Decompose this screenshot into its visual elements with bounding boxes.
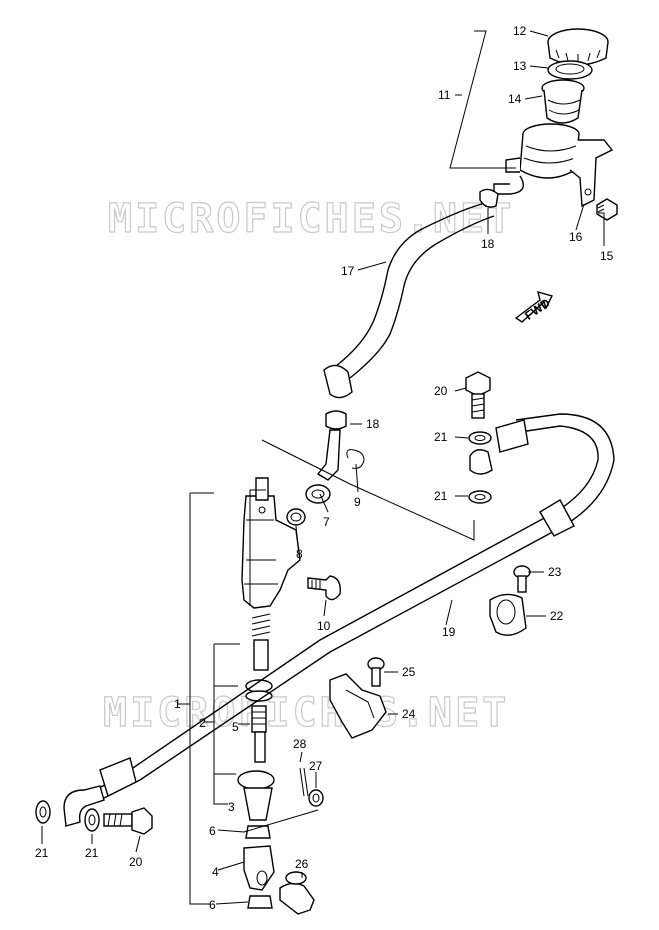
brake-hose bbox=[63, 413, 615, 827]
callout-labels: 1 2 3 4 5 6 6 7 8 9 10 11 12 13 14 15 16… bbox=[35, 24, 614, 912]
callout-20-bottom: 20 bbox=[129, 855, 143, 869]
callout-21-b: 21 bbox=[434, 489, 448, 503]
cotter-pin-28 bbox=[299, 767, 309, 797]
callout-24: 24 bbox=[402, 707, 416, 721]
callout-23: 23 bbox=[548, 565, 562, 579]
callout-20-top: 20 bbox=[434, 384, 448, 398]
washer-21-a bbox=[468, 431, 492, 445]
callout-13: 13 bbox=[513, 59, 527, 73]
clamp-18-lower bbox=[325, 410, 347, 430]
washer-27 bbox=[308, 789, 324, 807]
master-cylinder bbox=[241, 477, 301, 609]
reservoir-bracket bbox=[569, 139, 614, 208]
leader-lines bbox=[41, 30, 605, 905]
screw-23 bbox=[513, 565, 531, 593]
nut-6-lower bbox=[247, 895, 273, 909]
reservoir-tank bbox=[493, 123, 580, 195]
reservoir-hose bbox=[323, 203, 495, 399]
callout-7: 7 bbox=[323, 515, 330, 529]
callout-9: 9 bbox=[354, 495, 361, 509]
fwd-arrow-icon: FWD bbox=[514, 290, 554, 323]
callout-28: 28 bbox=[293, 737, 307, 751]
callout-3: 3 bbox=[228, 800, 235, 814]
watermark-bottom: MICROFICHES.NET bbox=[103, 690, 509, 736]
screw-25 bbox=[367, 657, 385, 687]
callout-22: 22 bbox=[550, 609, 564, 623]
fitting-elbow bbox=[305, 429, 341, 504]
callout-2: 2 bbox=[199, 716, 206, 730]
banjo-bolt-20-top bbox=[465, 371, 491, 419]
callout-16: 16 bbox=[569, 230, 583, 244]
callout-26: 26 bbox=[295, 857, 309, 871]
callout-18-lower: 18 bbox=[366, 417, 380, 431]
callout-12: 12 bbox=[513, 24, 527, 38]
bolt-10 bbox=[307, 575, 341, 601]
nut-6-upper bbox=[245, 825, 271, 839]
callout-6-lower: 6 bbox=[209, 898, 216, 912]
callout-19: 19 bbox=[442, 625, 456, 639]
callout-21-a: 21 bbox=[434, 430, 448, 444]
callout-17: 17 bbox=[341, 264, 355, 278]
diaphragm bbox=[541, 79, 585, 124]
watermark-top: MICROFICHES.NET bbox=[108, 196, 514, 242]
callout-15: 15 bbox=[600, 249, 614, 263]
callout-5: 5 bbox=[232, 720, 239, 734]
circlip-9 bbox=[346, 449, 365, 469]
clevis-4 bbox=[243, 845, 275, 891]
o-ring-8 bbox=[286, 508, 306, 526]
clamp-24 bbox=[329, 673, 387, 739]
callout-10: 10 bbox=[317, 619, 331, 633]
callout-6-upper: 6 bbox=[209, 824, 216, 838]
washer-21-c bbox=[35, 800, 51, 824]
callout-11: 11 bbox=[438, 88, 451, 102]
callout-4: 4 bbox=[212, 865, 219, 879]
bolt-15 bbox=[596, 198, 618, 221]
callout-21-d: 21 bbox=[85, 846, 99, 860]
piston-spring bbox=[237, 613, 275, 821]
callout-1: 1 bbox=[174, 697, 181, 711]
cap-plate bbox=[547, 60, 593, 80]
hose-clamp-22 bbox=[489, 593, 527, 636]
callout-27: 27 bbox=[309, 759, 323, 773]
washer-21-b bbox=[468, 490, 492, 504]
callout-21-c: 21 bbox=[35, 846, 49, 860]
washer-21-d bbox=[84, 808, 100, 832]
callout-8: 8 bbox=[296, 547, 303, 561]
callout-18-top: 18 bbox=[481, 237, 495, 251]
callout-25: 25 bbox=[402, 665, 416, 679]
clamp-18-top bbox=[479, 188, 499, 208]
callout-14: 14 bbox=[508, 92, 522, 106]
reservoir-cap bbox=[547, 28, 609, 66]
banjo-bolt-20-bottom bbox=[103, 807, 153, 835]
clevis-pin-26 bbox=[279, 871, 315, 915]
